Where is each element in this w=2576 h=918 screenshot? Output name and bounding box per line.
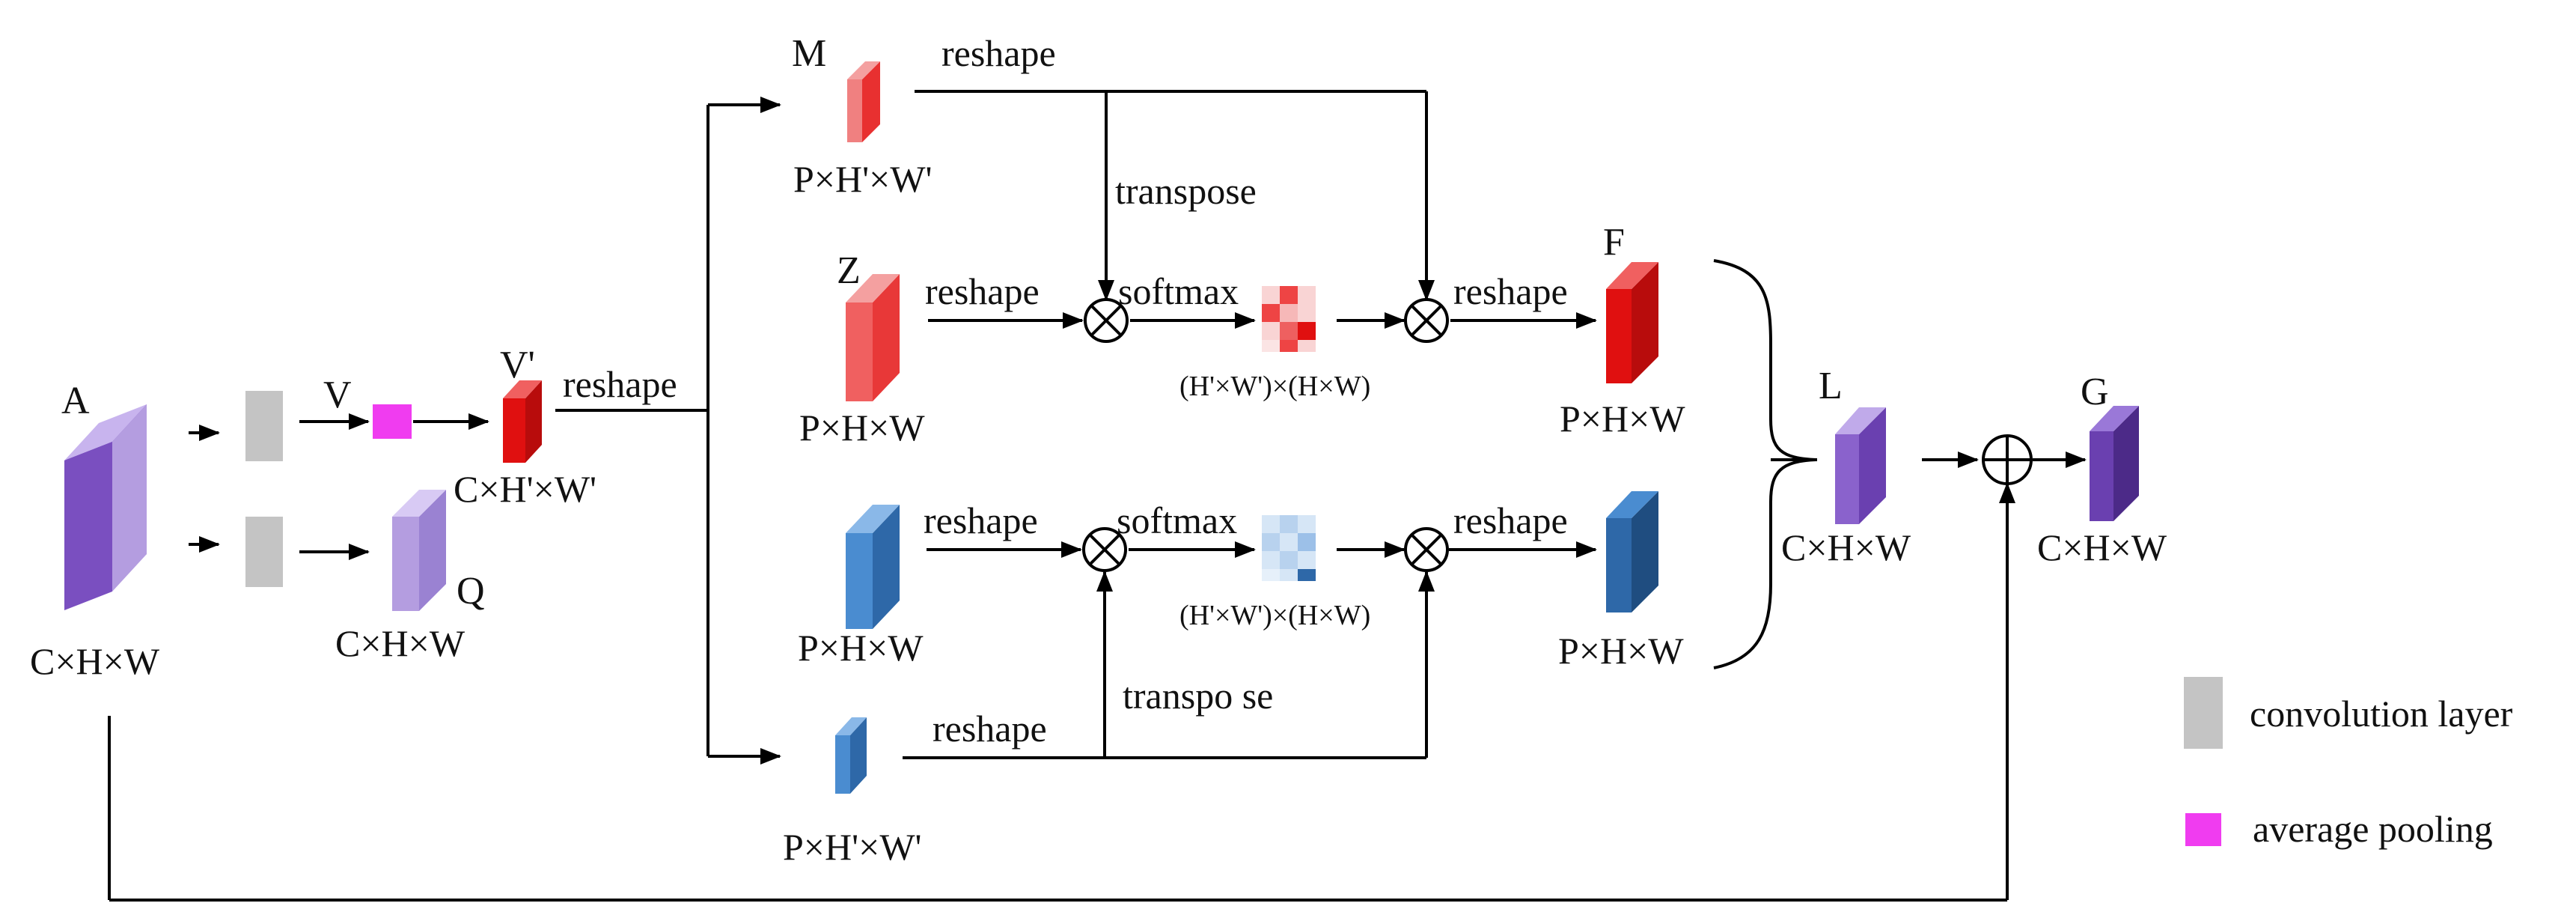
label-V: V bbox=[323, 374, 352, 416]
otimes-operator-4 bbox=[1404, 527, 1449, 572]
label-blue-dim: P×H×W bbox=[798, 627, 924, 669]
otimes-operator-1 bbox=[1084, 298, 1129, 343]
label-A: A bbox=[61, 380, 90, 422]
label-transpose-lower: transpo se bbox=[1123, 675, 1273, 717]
tensor-block-A bbox=[64, 404, 147, 610]
label-G: G bbox=[2081, 371, 2109, 413]
attention-map-blue bbox=[1262, 515, 1316, 581]
label-Q: Q bbox=[457, 570, 485, 612]
legend-pool-swatch bbox=[2185, 813, 2221, 846]
tensor-block-blue-small bbox=[835, 717, 867, 794]
tensor-block-M bbox=[847, 61, 880, 142]
connector-lines bbox=[108, 90, 2087, 902]
tensor-block-L bbox=[1835, 407, 1886, 524]
tensor-block-F bbox=[1606, 262, 1658, 383]
label-attn-dim-red: (H'×W')×(H×W) bbox=[1179, 371, 1370, 402]
label-L: L bbox=[1819, 365, 1843, 407]
legend-conv-label: convolution layer bbox=[2250, 693, 2513, 735]
tensor-block-Z bbox=[846, 274, 900, 401]
tensor-block-G bbox=[2090, 406, 2139, 521]
label-reshape-vprime: reshape bbox=[563, 363, 677, 405]
label-Z: Z bbox=[837, 249, 861, 292]
label-small-blue-dim: P×H'×W' bbox=[783, 826, 922, 868]
tensor-block-Q bbox=[392, 490, 446, 611]
label-V-prime: V' bbox=[500, 344, 535, 386]
label-reshape-small-blue: reshape bbox=[933, 708, 1047, 750]
text-labels: A C×H×W V V' C×H'×W' Q C×H×W reshape M P… bbox=[30, 32, 2167, 868]
tensor-block-blue-out bbox=[1606, 491, 1658, 612]
legend-pool-label: average pooling bbox=[2253, 808, 2493, 850]
label-reshape-blue: reshape bbox=[924, 499, 1038, 541]
label-F: F bbox=[1603, 221, 1625, 264]
label-Q-dim: C×H×W bbox=[335, 622, 466, 664]
label-softmax-red: softmax bbox=[1118, 270, 1239, 312]
attention-map-red bbox=[1262, 286, 1316, 352]
otimes-operator-2 bbox=[1404, 298, 1449, 343]
tensor-block-blue-left bbox=[846, 505, 900, 629]
label-V-prime-dim: C×H'×W' bbox=[454, 468, 596, 510]
legend-conv-swatch bbox=[2184, 677, 2223, 749]
conv-layer-1 bbox=[245, 391, 283, 461]
label-Z-dim: P×H×W bbox=[799, 407, 925, 449]
label-G-dim: C×H×W bbox=[2037, 526, 2167, 568]
otimes-operator-3 bbox=[1082, 527, 1127, 572]
label-attn-dim-blue: (H'×W')×(H×W) bbox=[1179, 600, 1370, 631]
avg-pooling bbox=[373, 404, 412, 439]
plus-operator bbox=[1982, 434, 2033, 485]
label-M-dim: P×H'×W' bbox=[793, 158, 933, 200]
label-blue-out-dim: P×H×W bbox=[1558, 630, 1684, 672]
label-reshape-F: reshape bbox=[1453, 270, 1568, 312]
tensor-block-V-prime bbox=[503, 380, 542, 463]
label-reshape-M: reshape bbox=[941, 32, 1056, 74]
label-F-dim: P×H×W bbox=[1560, 398, 1685, 440]
label-transpose-upper: transpose bbox=[1115, 170, 1257, 212]
label-reshape-Z: reshape bbox=[925, 270, 1040, 312]
label-reshape-blue-out: reshape bbox=[1453, 499, 1568, 541]
label-A-dim: C×H×W bbox=[30, 640, 160, 682]
conv-layer-2 bbox=[245, 517, 283, 587]
label-L-dim: C×H×W bbox=[1781, 526, 1911, 568]
label-softmax-blue: softmax bbox=[1117, 499, 1237, 541]
legend: convolution layer average pooling bbox=[2184, 677, 2513, 850]
label-M: M bbox=[792, 32, 826, 75]
multiply-operators bbox=[1082, 298, 1449, 572]
